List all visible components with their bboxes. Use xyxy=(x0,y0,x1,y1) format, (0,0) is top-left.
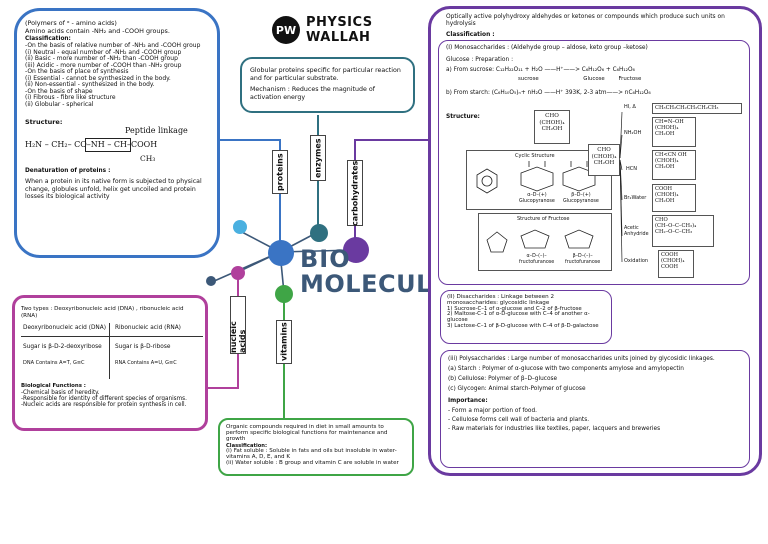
carbs-classification: Classification : xyxy=(446,32,495,38)
rna-bases: RNA Contains A=U, G≡C xyxy=(115,360,177,367)
importance-title: Importance: xyxy=(448,397,488,404)
rna-sugar: Sugar is β-D-ribose xyxy=(115,344,171,351)
from-sucrose: a) From sucrose: C₁₂H₂₂O₁₁ + H₂O ——H⁺——>… xyxy=(446,67,635,73)
node-proteins xyxy=(268,240,294,266)
nucleic-types: Two types : Deoxyribonucleic acid (DNA) … xyxy=(21,306,184,319)
glucose-ring-diagram xyxy=(476,161,596,194)
reaction-product-hcn: CH<CN OH (CHOH)₄ CH₂OH xyxy=(652,150,696,180)
vitamins-text: Organic compounds required in diet in sm… xyxy=(226,424,388,442)
node-nucleic-acids xyxy=(231,266,245,280)
importance-items: - Form a major portion of food. - Cellul… xyxy=(448,408,661,432)
fructose-title: Structure of Fructose xyxy=(517,216,570,222)
dna-sugar: Sugar is β-D-2-deoxyribose xyxy=(23,344,102,351)
reaction-reagent-br2water: Br₂Water xyxy=(624,195,647,201)
beta-glucopyranose: β–D–(+) Glucopyranose xyxy=(563,193,599,204)
peptide-structure: Peptide linkage H₂N – CH₂– CO–NH – CH–CO… xyxy=(25,126,209,166)
from-starch: b) From starch: (C₆H₁₀O₅)ₙ+ nH₂O ——H⁺ 39… xyxy=(446,90,651,96)
fructose-ring-diagram xyxy=(486,229,594,253)
reaction-product-hi: CH₃CH₂CH₂CH₂CH₂CH₃ xyxy=(652,103,742,114)
peptide-ch3: CH₃ xyxy=(140,154,156,164)
proteins-classification: -On the basis of relative number of -NH₂… xyxy=(25,42,201,108)
reaction-reagent-hcn: HCN xyxy=(626,166,637,172)
polysaccharides-box: (iii) Polysaccharides : Large number of … xyxy=(440,350,750,468)
enzymes-box: Globular proteins specific for particula… xyxy=(240,57,415,113)
reaction-reagent-hi: HI, Δ xyxy=(624,104,636,110)
dna-head: Deoxyribonucleic acid (DNA) xyxy=(23,325,106,332)
reaction-product-br2water: COOH (CHOH)₄ CH₂OH xyxy=(652,184,696,212)
poly-title: (iii) Polysaccharides : Large number of … xyxy=(448,356,715,362)
glucose-prep: Glucose : Preparation : xyxy=(446,57,514,63)
node-enzymes xyxy=(310,224,328,242)
cyclic-structure-box: Cyclic Structure α–D–(+) Glucopyranose β… xyxy=(466,150,612,210)
functions-text: -Chemical basis of heredity. -Responsibl… xyxy=(21,389,187,409)
vitamins-box: Organic compounds required in diet in sm… xyxy=(218,418,414,476)
reaction-reagent-nh2oh: NH₂OH xyxy=(624,130,642,136)
peptide-formula: H₂N – CH₂– CO–NH – CH–COOH xyxy=(25,140,158,150)
dna-rna-table: Deoxyribonucleic acid (DNA) Ribonucleic … xyxy=(21,323,203,380)
fructose-structure-box: Structure of Fructose α–D–(–)– fructofur… xyxy=(478,213,612,271)
logo-letters: PW xyxy=(275,23,297,37)
proteins-classification-title: Classification: xyxy=(25,36,71,43)
node-small-slate xyxy=(206,276,216,286)
vitamins-items: (i) Fat soluble : Soluble in fats and oi… xyxy=(226,448,399,466)
beta-fructofuranose: β–D–(–)– fructofuranose xyxy=(565,254,601,265)
glucose-reactant-box: CHO (CHOH)₄ CH₂OH xyxy=(588,144,620,176)
dna-bases: DNA Contains A=T, G≡C xyxy=(23,360,85,367)
brand-name-line2: WALLAH xyxy=(306,30,371,45)
proteins-box: (Polymers of ᵅ - amino acids) Amino acid… xyxy=(14,8,220,258)
rna-head: Ribonucleic acid (RNA) xyxy=(115,325,181,332)
node-carbohydrates xyxy=(343,237,369,263)
di-items: 1) Sucrose-C–1 of α-glucose and C–2 of β… xyxy=(447,305,599,329)
node-small-cyan xyxy=(233,220,247,234)
functions-title: Biological Functions : xyxy=(21,383,86,390)
reaction-reagent-acetic-anhydride: Acetic Anhydride xyxy=(624,226,649,237)
reaction-product-nh2oh: CH=N–OH (CHOH)₄ CH₂OH xyxy=(652,117,696,147)
structure-label: Structure: xyxy=(446,114,480,120)
glucose-open-chain-box: CHO (CHOH)₄ CH₂OH xyxy=(534,110,570,144)
table-divider-vertical xyxy=(109,323,110,380)
brand-name-line1: PHYSICS xyxy=(306,15,373,30)
proteins-intro: (Polymers of ᵅ - amino acids) Amino acid… xyxy=(25,19,170,35)
di-title: (II) Disaccharides : Linkage between 2 m… xyxy=(447,294,555,306)
denaturation-title: Denaturation of proteins : xyxy=(25,168,111,175)
disaccharides-box: (II) Disaccharides : Linkage between 2 m… xyxy=(440,290,612,344)
mono-title: (I) Monosaccharides : (Aldehyde group – … xyxy=(446,45,648,51)
table-divider-horizontal xyxy=(21,336,203,338)
pw-logo-icon: PW xyxy=(272,16,300,44)
sucrose-labels: sucrose Glucose Fructose xyxy=(518,76,642,82)
alpha-fructofuranose: α–D–(–)– fructofuranose xyxy=(519,254,555,265)
peptide-linkage-label: Peptide linkage xyxy=(125,126,188,136)
vitamins-classification: Classification: xyxy=(226,442,268,449)
cyclic-title: Cyclic Structure xyxy=(515,153,555,159)
enzymes-mechanism: Mechanism : Reduces the magnitude of act… xyxy=(250,85,375,101)
proteins-structure-title: Structure: xyxy=(25,118,63,127)
center-title-line1: BIO xyxy=(300,245,351,273)
carbs-intro: Optically active polyhydroxy aldehydes o… xyxy=(446,14,725,28)
alpha-glucopyranose: α–D–(+) Glucopyranose xyxy=(519,193,555,204)
reaction-product-acetic-anhydride: CHO (CH–O–C–CH₃)₄ CH₂–O–C–CH₃ xyxy=(652,215,714,247)
reaction-product-oxidation: COOH (CHOH)₄ COOH xyxy=(658,250,694,278)
nucleic-acids-box: Two types : Deoxyribonucleic acid (DNA) … xyxy=(12,295,208,431)
brand-logo: PW PHYSICS WALLAH xyxy=(272,14,392,50)
peptide-bond-box xyxy=(85,138,131,153)
reaction-reagent-oxidation: Oxidation xyxy=(624,258,649,264)
enzymes-text: Globular proteins specific for particula… xyxy=(250,67,401,82)
denaturation-text: When a protein in its native form is sub… xyxy=(25,178,202,200)
node-vitamins xyxy=(275,285,293,303)
poly-items: (a) Starch : Polymer of α-glucose with t… xyxy=(448,366,684,392)
